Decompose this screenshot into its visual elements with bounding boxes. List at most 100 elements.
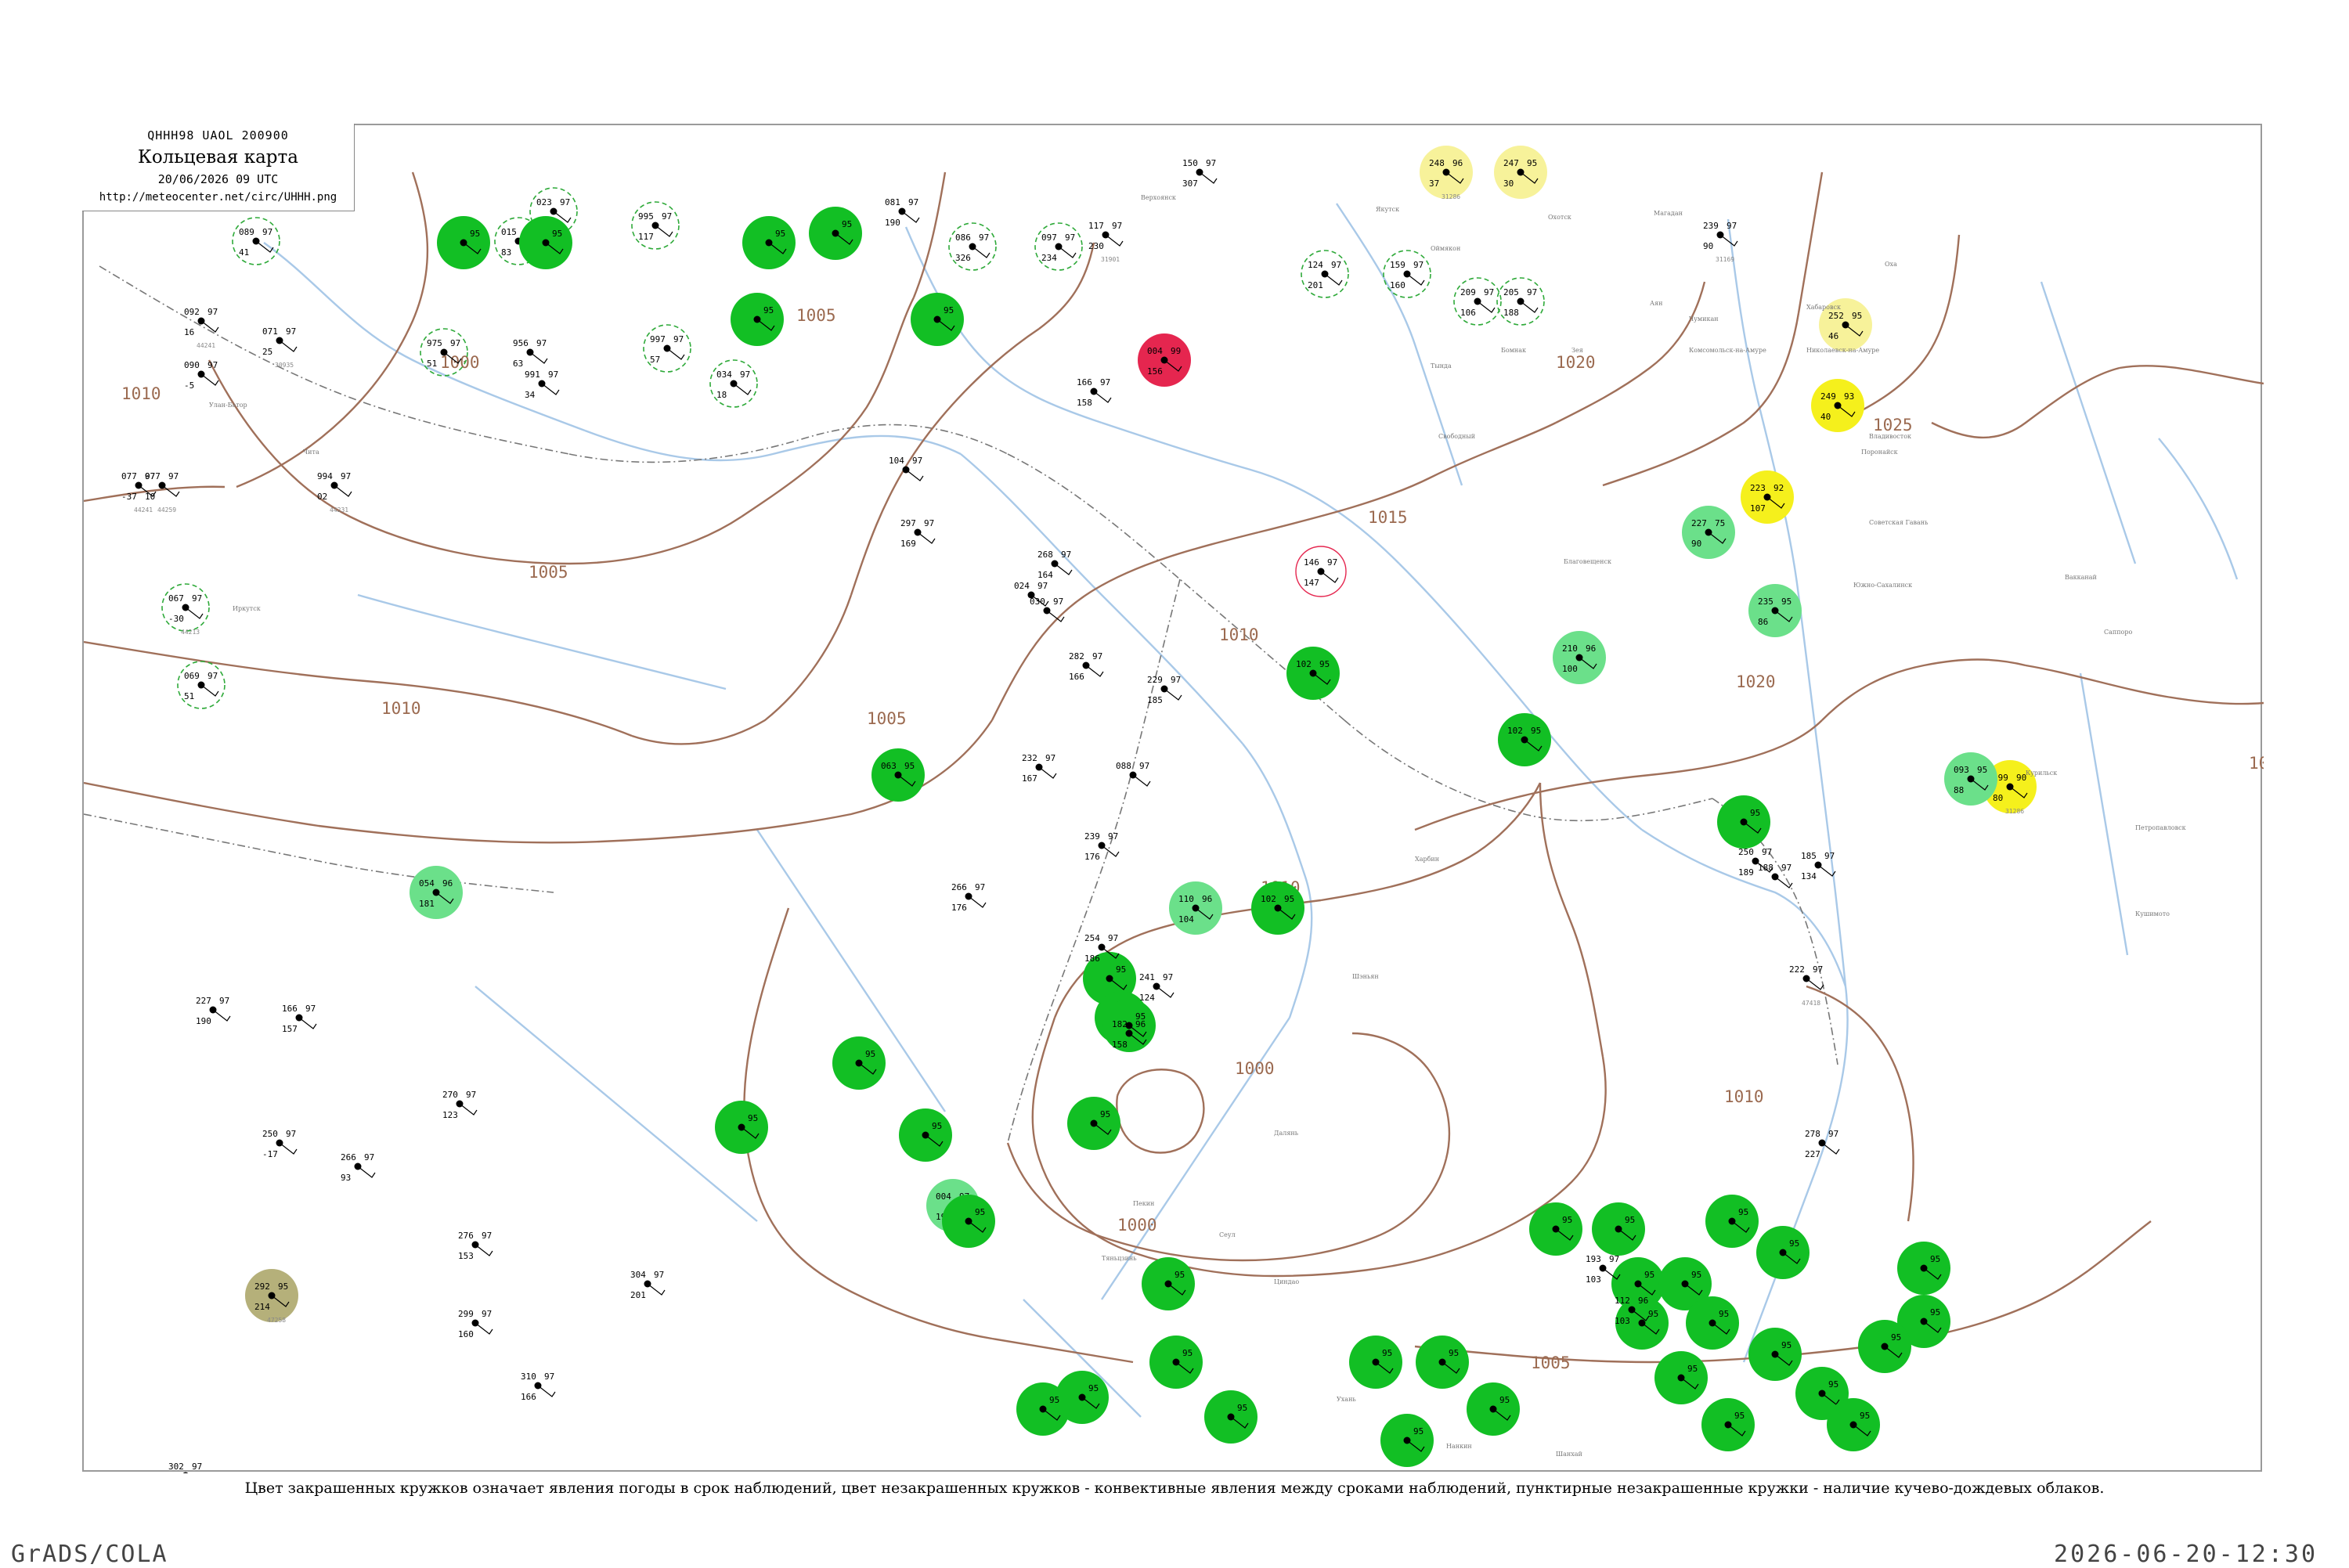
weather-station[interactable]: 95 (1705, 1195, 1759, 1248)
weather-station[interactable]: 95 (911, 293, 964, 346)
weather-station[interactable]: 95 (437, 216, 490, 269)
weather-station[interactable]: 95 (1592, 1202, 1645, 1256)
weather-station[interactable]: 95 (1416, 1336, 1469, 1389)
weather-station[interactable]: 95 (1897, 1242, 1950, 1295)
weather-station[interactable]: 95 (1467, 1382, 1520, 1436)
weather-station[interactable]: 95 (742, 216, 796, 269)
weather-station[interactable]: 95 (1701, 1398, 1755, 1451)
weather-station[interactable]: 95 (899, 1108, 952, 1162)
weather-station[interactable]: 95 (1686, 1296, 1739, 1350)
weather-station[interactable]: 95 (731, 293, 784, 346)
weather-station[interactable]: 95 (942, 1195, 995, 1248)
weather-station[interactable]: 95 (1858, 1320, 1911, 1373)
weather-station[interactable]: 95 (1827, 1398, 1880, 1451)
weather-station[interactable]: 95 (1529, 1202, 1582, 1256)
weather-station[interactable]: 95 (1380, 1414, 1434, 1467)
weather-station[interactable]: 95 (1204, 1390, 1257, 1444)
weather-station[interactable]: 95 (1067, 1097, 1120, 1150)
weather-station[interactable]: 95 (1654, 1351, 1708, 1404)
weather-station[interactable]: 95 (1897, 1295, 1950, 1348)
weather-station[interactable]: 95 (1102, 999, 1156, 1052)
weather-station[interactable]: 95 (1756, 1226, 1810, 1279)
weather-station[interactable]: 95 (519, 216, 572, 269)
weather-station[interactable]: 95 (1611, 1257, 1665, 1310)
weather-station[interactable]: 95 (832, 1036, 886, 1090)
weather-station[interactable]: 95 (1717, 795, 1770, 849)
weather-station[interactable]: 95 (715, 1101, 768, 1154)
weather-station[interactable]: 95 (1658, 1257, 1712, 1310)
weather-station[interactable]: 30297211 (168, 1462, 203, 1473)
weather-station[interactable]: 95 (1748, 1328, 1802, 1381)
weather-station[interactable]: 95 (1349, 1336, 1402, 1389)
weather-station[interactable]: 95 (1149, 1336, 1203, 1389)
